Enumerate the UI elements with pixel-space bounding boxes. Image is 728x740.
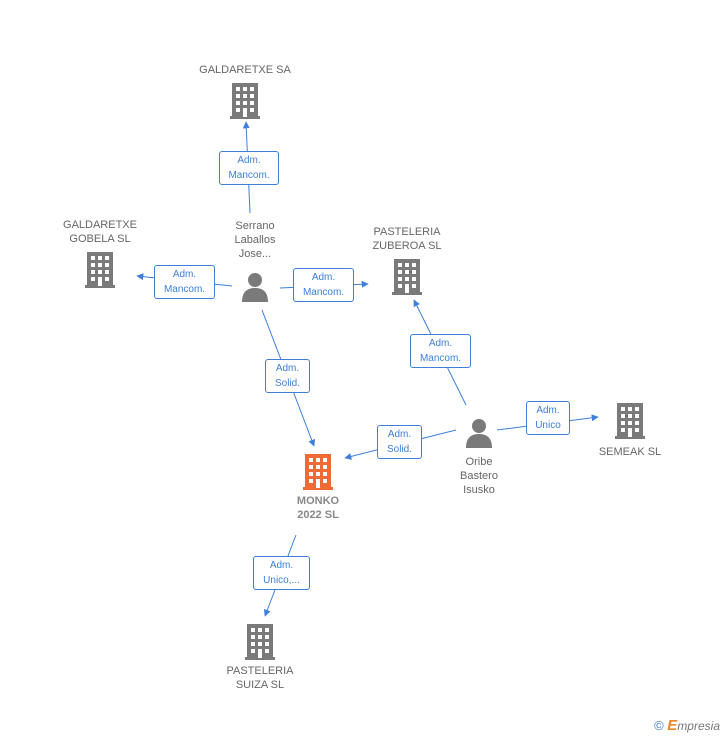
edge-label[interactable]: Adm. Mancom. (154, 265, 215, 299)
edge-label[interactable]: Adm. Solid. (377, 425, 422, 459)
brand-initial: E (667, 717, 678, 734)
brand-name: mpresia (677, 719, 720, 733)
edge-label[interactable]: Adm. Mancom. (219, 151, 279, 185)
node-galdaretxe-sa[interactable]: GALDARETXE SA (185, 63, 305, 119)
person-icon (242, 273, 268, 302)
node-monko-focus[interactable]: MONKO 2022 SL (268, 454, 368, 522)
copyright-icon: © (654, 718, 664, 733)
node-label: SEMEAK SL (598, 446, 662, 458)
node-label: MONKO 2022 SL (296, 495, 340, 521)
person-icon (466, 419, 492, 448)
node-label: Oribe Bastero Isusko (460, 456, 498, 496)
edge-label[interactable]: Adm. Mancom. (293, 268, 354, 302)
brand-logo: Empresia (667, 717, 720, 734)
building-icon (392, 259, 422, 295)
node-pasteleria-zuberoa[interactable]: PASTELERIA ZUBEROA SL (352, 225, 462, 295)
node-galdaretxe-gobela[interactable]: GALDARETXE GOBELA SL (45, 218, 155, 288)
node-semeak[interactable]: SEMEAK SL (580, 403, 680, 459)
building-icon (303, 454, 333, 490)
edge-label[interactable]: Adm. Solid. (265, 359, 310, 393)
building-icon (245, 624, 275, 660)
building-icon (615, 403, 645, 439)
node-label: GALDARETXE SA (199, 64, 291, 76)
node-oribe[interactable]: Oribe Bastero Isusko (434, 418, 524, 497)
node-label: GALDARETXE GOBELA SL (63, 219, 137, 245)
node-label: PASTELERIA ZUBEROA SL (372, 226, 442, 252)
footer-brand: © Empresia (654, 717, 720, 734)
node-pasteleria-suiza[interactable]: PASTELERIA SUIZA SL (205, 624, 315, 692)
building-icon (230, 83, 260, 119)
node-label: Serrano Laballos Jose... (234, 220, 276, 260)
edge-label[interactable]: Adm. Mancom. (410, 334, 471, 368)
edge-label[interactable]: Adm. Unico,... (253, 556, 310, 590)
node-label: PASTELERIA SUIZA SL (226, 665, 294, 691)
edge-label[interactable]: Adm. Unico (526, 401, 570, 435)
building-icon (85, 252, 115, 288)
node-serrano[interactable]: Serrano Laballos Jose... (210, 219, 300, 302)
